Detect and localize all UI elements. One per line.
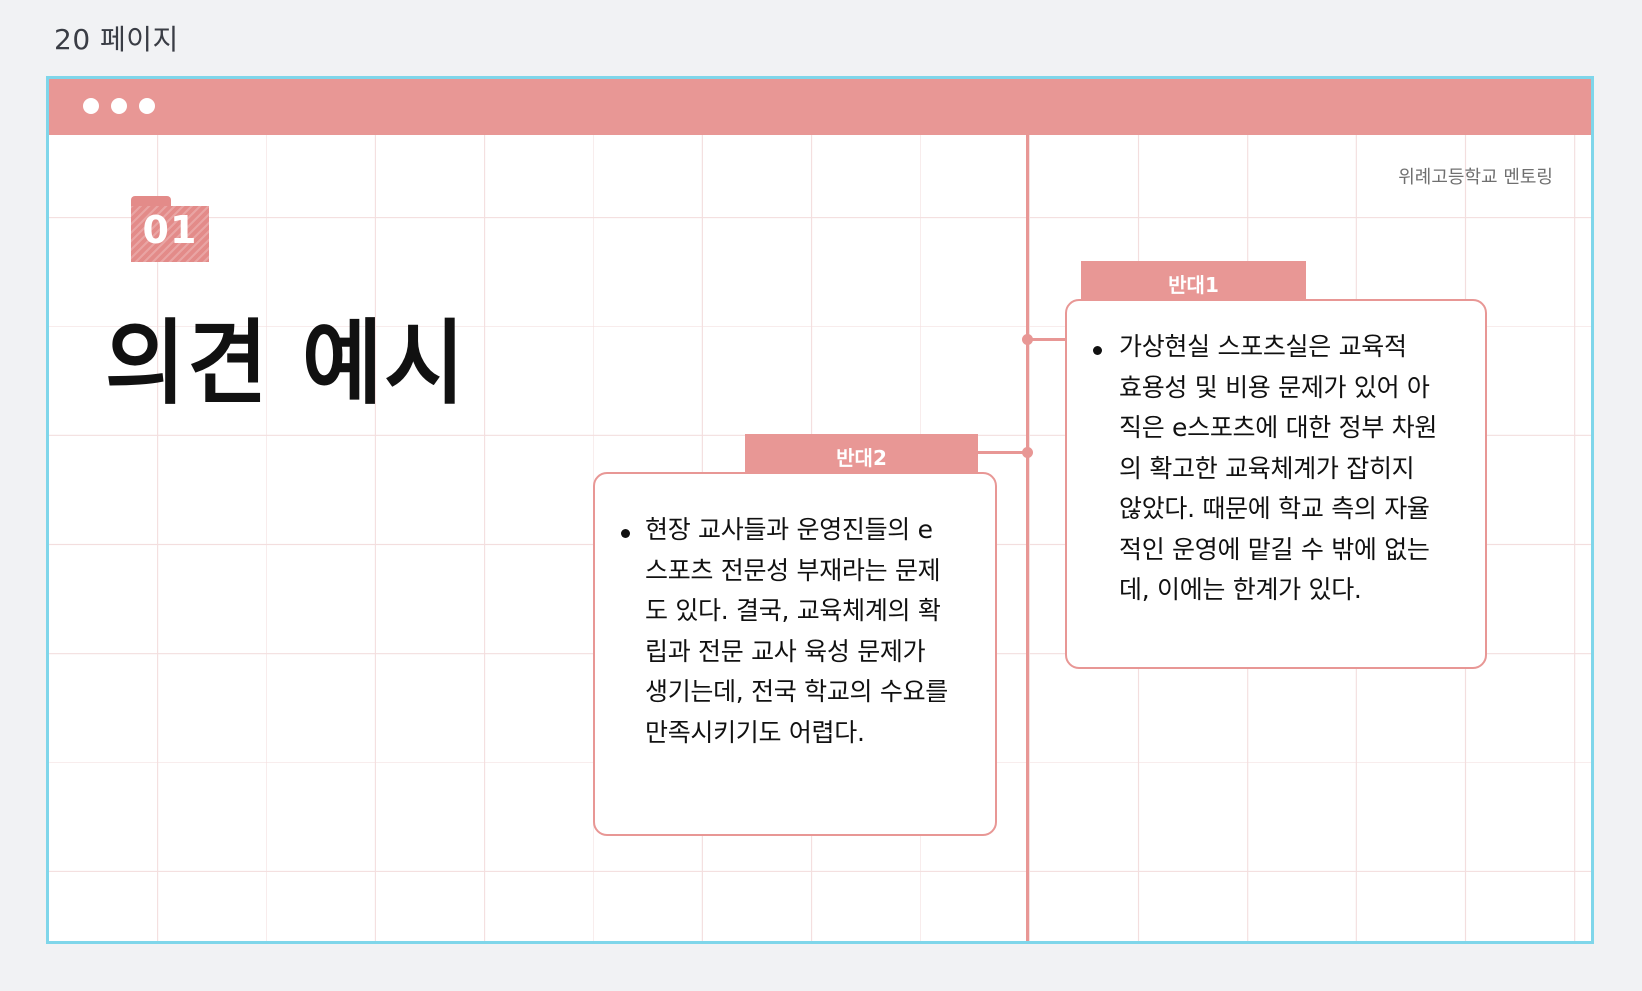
section-number: 01 (142, 208, 198, 252)
window-titlebar (49, 79, 1591, 135)
window-dot-icon (111, 98, 127, 114)
connector-line (977, 451, 1029, 454)
card-label-opposition-2: 반대2 (745, 434, 978, 476)
folder-body (131, 206, 209, 262)
opinion-card-1: 가상현실 스포츠실은 교육적 효용성 및 비용 문제가 있어 아 직은 e스포츠… (1065, 299, 1487, 669)
window-dot-icon (83, 98, 99, 114)
card-line: 가상현실 스포츠실은 교육적 (1119, 332, 1407, 361)
card-text: 가상현실 스포츠실은 교육적 효용성 및 비용 문제가 있어 아 직은 e스포츠… (1119, 327, 1437, 611)
card-line: 직은 e스포츠에 대한 정부 차원 (1119, 413, 1438, 442)
card-line: 데, 이에는 한계가 있다. (1119, 575, 1362, 604)
card-line: 스포츠 전문성 부재라는 문제 (645, 555, 941, 585)
connector-dot-icon (1022, 447, 1033, 458)
card-text: 현장 교사들과 운영진들의 e 스포츠 전문성 부재라는 문제 도 있다. 결국… (645, 510, 948, 753)
card-line: 적인 운영에 맡길 수 밖에 없는 (1119, 534, 1430, 564)
connector-dot-icon (1022, 334, 1033, 345)
window-dot-icon (139, 98, 155, 114)
card-line: 도 있다. 결국, 교육체계의 확 (645, 596, 941, 625)
card-line: 만족시키기도 어렵다. (645, 717, 865, 747)
card-label-opposition-1: 반대1 (1081, 261, 1306, 303)
folder-icon: 01 (131, 196, 209, 268)
card-line: 립과 전문 교사 육성 문제가 (645, 636, 926, 666)
bullet-icon (621, 529, 630, 538)
slide-frame[interactable]: 위례고등학교 멘토링 01 의견 예시 반대1 가상현실 스포츠실은 교육적 효… (46, 76, 1594, 944)
card-line: 않았다. 때문에 학교 측의 자율 (1119, 494, 1430, 523)
connector-line (1027, 338, 1065, 341)
card-line: 현장 교사들과 운영진들의 e (645, 515, 933, 544)
bullet-icon (1093, 346, 1102, 355)
page-label: 20 페이지 (54, 23, 179, 56)
timeline-vertical-line (1026, 135, 1029, 941)
slide-title: 의견 예시 (105, 310, 467, 417)
brand-label: 위례고등학교 멘토링 (1398, 167, 1553, 188)
card-line: 생기는데, 전국 학교의 수요를 (645, 677, 948, 706)
card-line: 효용성 및 비용 문제가 있어 아 (1119, 372, 1430, 402)
opinion-card-2: 현장 교사들과 운영진들의 e 스포츠 전문성 부재라는 문제 도 있다. 결국… (593, 472, 997, 836)
card-line: 의 확고한 교육체계가 잡히지 (1119, 453, 1415, 483)
